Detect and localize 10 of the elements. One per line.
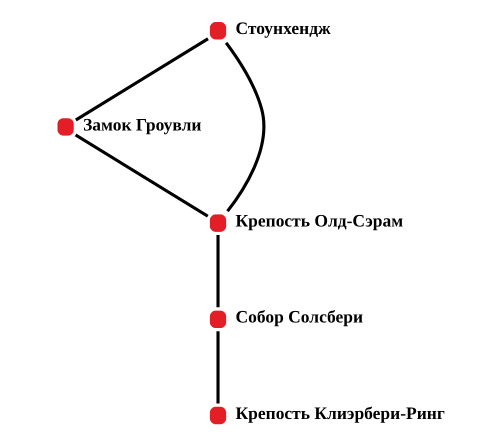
connector: [216, 331, 220, 404]
node-label: Крепость Олд-Сэрам: [235, 210, 403, 230]
node-label: Крепость Клиэрбери-Ринг: [235, 402, 444, 423]
node-label: Собор Солсбери: [235, 306, 363, 327]
connector: [216, 235, 220, 308]
node-label: Замок Гроувли: [82, 114, 201, 134]
node-label: Стоунхендж: [235, 18, 330, 38]
connector: [224, 42, 265, 212]
connector: [74, 134, 208, 218]
connector: [74, 37, 208, 122]
